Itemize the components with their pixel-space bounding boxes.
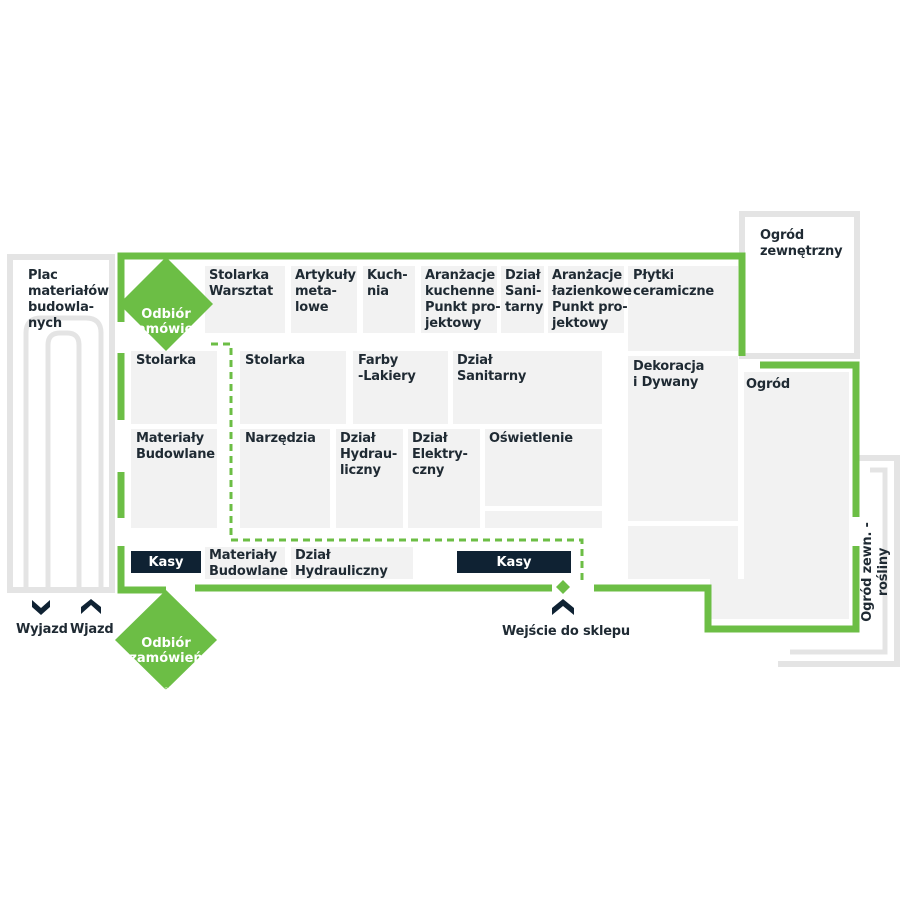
ogrod-rosliny-inner (790, 467, 888, 655)
label-stolarka-warsztat: Stolarka Warsztat (209, 268, 273, 299)
floor-ogrod-bottom (710, 579, 849, 619)
label-materialy-bottom: Materiały Budowlane (209, 548, 288, 579)
floor-sanitarny-mid (453, 351, 602, 424)
floor-artykuly-metalowe (291, 266, 357, 333)
label-plytki: Płytki ceramiczne (633, 268, 715, 299)
pickup-bottom-text: Odbiór zamówień (129, 636, 203, 666)
checkout-left: Kasy (131, 551, 201, 573)
chevron-up-icon (81, 599, 101, 614)
label-artykuly-metalowe: Artykuły meta- lowe (295, 268, 356, 315)
wall-main (117, 252, 746, 356)
outdoor-areas (7, 211, 900, 667)
label-aranzacje-kuchenne: Aranżacje kuchenne Punkt pro- jektowy (425, 268, 501, 331)
floor-oswietlenie-strip (485, 511, 602, 528)
floor-elektryka (408, 429, 480, 528)
floor-aranzacje-lazienkowe (548, 266, 624, 333)
pickup-diamond-top (119, 257, 213, 351)
pickup-top-label: Odbiór zamówień (121, 288, 211, 356)
pickup-diamond-bottom (115, 590, 217, 690)
departments-floor (131, 266, 849, 619)
wall-bottom-right (594, 546, 860, 633)
label-dzial-sanitarny-mid: Dział Sanitarny (457, 353, 527, 384)
floor-materialy-left (131, 429, 217, 528)
plac-materialow-outline (7, 254, 115, 593)
label-plac-materialow: Plac materiałów budowla- nych (28, 268, 109, 331)
floor-ogrod (744, 372, 849, 619)
store-walls (117, 252, 860, 633)
floor-plytki (628, 266, 738, 351)
label-wejscie: Wejście do sklepu (502, 624, 630, 639)
label-kuchnia: Kuch- nia (367, 268, 408, 299)
floor-oswietlenie (485, 429, 602, 506)
label-materialy-left: Materiały Budowlane (136, 431, 215, 462)
chevron-up-icon (552, 599, 574, 615)
floor-kuchnia (363, 266, 415, 333)
label-narzedzia: Narzędzia (245, 431, 316, 446)
label-dzial-hydraulika: Dział Hydrau- liczny (340, 431, 398, 478)
label-ogrod: Ogród (746, 377, 791, 392)
pickup-bottom-label: Odbiór zamówień (duże gabaryty) (116, 617, 216, 714)
label-wjazd: Wjazd (70, 622, 114, 637)
wall-ogrod (760, 361, 860, 517)
floor-narzedzia (240, 429, 330, 528)
floor-aranzacje-kuchenne (421, 266, 497, 333)
plac-lanes (23, 315, 104, 590)
floor-dekoracja (628, 356, 738, 521)
floor-stolarka-warsztat (205, 266, 285, 333)
label-aranzacje-lazienkowe: Aranżacje łazienkowe Punkt pro- jektowy (552, 268, 632, 331)
floor-stolarka-mid (240, 351, 346, 424)
entrance-marker (556, 580, 570, 594)
label-ogrod-zewnetrzny: Ogród zewnętrzny (760, 228, 843, 259)
chevron-down-icon (32, 600, 50, 615)
plac-inner-lane (45, 330, 82, 590)
label-dzial-sanitarny-top: Dział Sani- tarny (505, 268, 544, 315)
label-dzial-elektryka: Dział Elektry- czny (412, 431, 468, 478)
label-farby: Farby -Lakiery (358, 353, 416, 384)
label-oswietlenie: Oświetlenie (489, 431, 573, 446)
floor-bottom-right (628, 526, 738, 579)
label-stolarka-mid: Stolarka (245, 353, 305, 368)
floor-farby (353, 351, 448, 424)
label-stolarka-left: Stolarka (136, 353, 196, 368)
label-ogrod-rosliny: Ogród zewn. - rośliny (860, 522, 891, 622)
label-wyjazd: Wyjazd (16, 622, 68, 637)
floor-materialy-bottom (205, 547, 285, 579)
floor-hydraulika-bottom (291, 547, 413, 579)
label-dekoracja: Dekoracja i Dywany (633, 359, 705, 390)
ogrod-rosliny-outline (778, 455, 900, 667)
floor-hydraulika (336, 429, 403, 528)
floor-dzial-sanitarny-top (501, 266, 544, 333)
pickup-bottom-subtext: (duże gabaryty) (134, 685, 198, 694)
customer-route (211, 342, 584, 582)
checkout-right: Kasy (457, 551, 571, 573)
pickup-top-text: Odbiór zamówień (129, 307, 203, 337)
label-dzial-hydraulika-bottom: Dział Hydrauliczny (295, 548, 388, 579)
floor-stolarka-left (131, 351, 217, 424)
wall-left-3 (117, 546, 166, 594)
